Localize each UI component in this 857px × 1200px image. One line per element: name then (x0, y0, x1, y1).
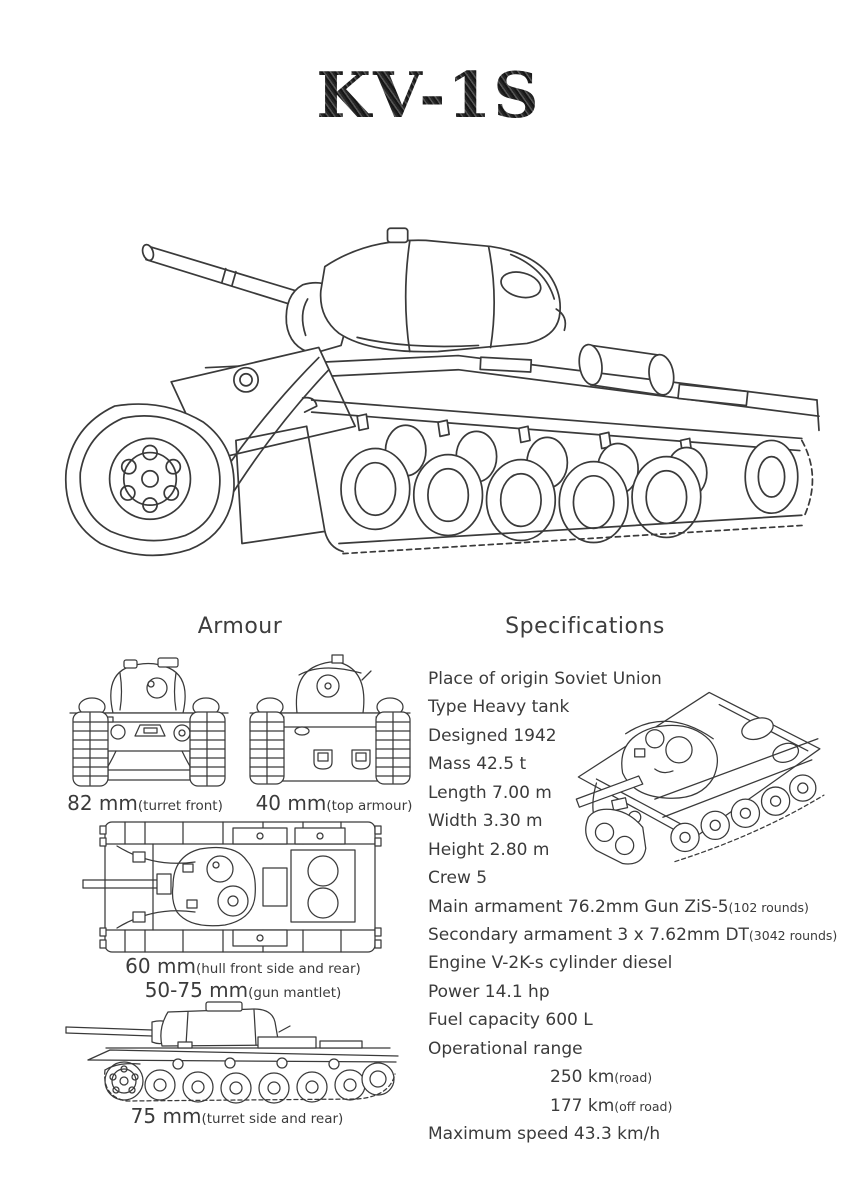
armour-value: 75 mm (130, 1104, 202, 1128)
spec-row-length: Length 7.00 m (428, 782, 552, 803)
armour-value: 82 mm (67, 791, 138, 815)
armour-value: 50-75 mm (144, 978, 249, 1002)
armour-value: 60 mm (125, 954, 196, 978)
armour-note: (top armour) (326, 798, 413, 814)
spec-row-range-offroad: 177 km(off road) (550, 1095, 673, 1116)
spec-row-max-speed: Maximum speed 43.3 km/h (428, 1124, 661, 1144)
spec-row-designed: Designed 1942 (428, 725, 557, 746)
armour-note: (gun mantlet) (248, 985, 342, 1001)
spec-row-width: Width 3.30 m (428, 811, 543, 832)
spec-row-secondary-armament: Secondary armament 3 x 7.62mm DT(3042 ro… (428, 924, 838, 945)
tank-three-quarter-view-drawing (64, 227, 820, 557)
side-view-drawing (65, 1001, 399, 1104)
front-view-drawing (69, 657, 229, 787)
spec-row-fuel: Fuel capacity 600 L (428, 1010, 593, 1031)
spec-row-crew: Crew 5 (428, 868, 488, 889)
rear-view-drawing (249, 654, 411, 785)
spec-row-mass: Mass 42.5 t (428, 754, 527, 775)
spec-row-origin: Place of origin Soviet Union (428, 669, 662, 689)
armour-note: (turret side and rear) (201, 1111, 344, 1127)
spec-row-engine: Engine V-2K-s cylinder diesel (428, 953, 673, 974)
spec-row-main-armament: Main armament 76.2mm Gun ZiS-5(102 round… (428, 896, 809, 917)
caption-turret-side: 75 mm(turret side and rear) (72, 1104, 402, 1128)
armour-note: (hull front side and rear) (195, 961, 361, 977)
caption-turret-front: 82 mm(turret front) (55, 791, 235, 815)
specifications-list: Place of origin Soviet Union Type Heavy … (428, 669, 838, 1152)
caption-hull-armour: 60 mm(hull front side and rear) (78, 954, 408, 978)
spec-tank-thumbnail-drawing (575, 691, 825, 865)
page-title: KV-1S (0, 58, 857, 132)
spec-row-range-road: 250 km(road) (550, 1067, 653, 1088)
armour-section-header: Armour (197, 614, 283, 639)
spec-row-power: Power 14.1 hp (428, 981, 550, 1002)
spec-row-type: Type Heavy tank (428, 697, 570, 718)
spec-row-range: Operational range (428, 1038, 583, 1059)
specifications-section-header: Specifications (505, 614, 665, 639)
caption-top-armour: 40 mm(top armour) (244, 791, 424, 815)
armour-note: (turret front) (137, 798, 223, 814)
armour-value: 40 mm (255, 791, 327, 815)
spec-row-height: Height 2.80 m (428, 839, 550, 860)
top-view-drawing (82, 821, 382, 953)
caption-gun-mantlet: 50-75 mm(gun mantlet) (78, 978, 408, 1002)
